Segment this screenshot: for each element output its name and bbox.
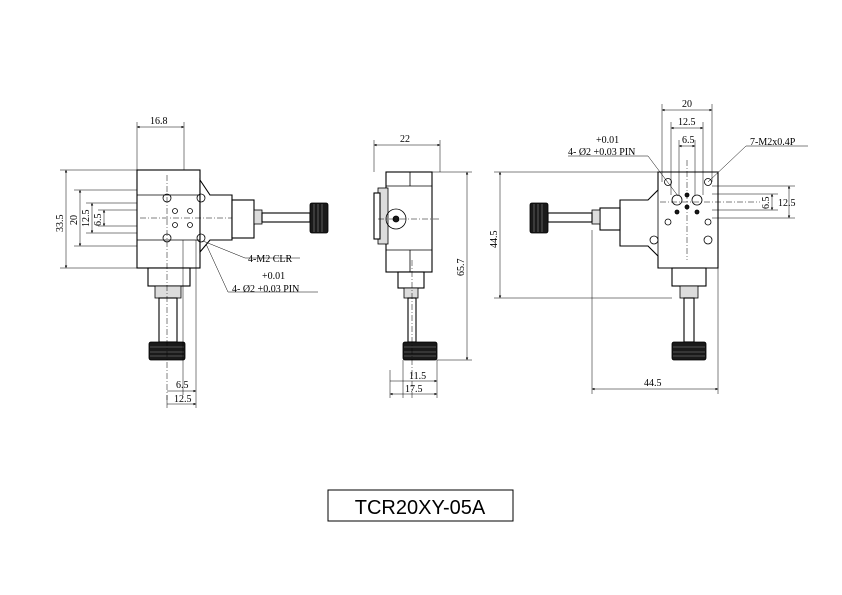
- dim-front-height-inner: 12.5: [81, 210, 92, 228]
- dim-top-right-small: 6.5: [761, 197, 772, 210]
- side-y-knob: [402, 341, 438, 361]
- dim-front-width-top: 16.8: [150, 116, 168, 127]
- front-callout-pin-tol: +0.01: [262, 271, 285, 282]
- dim-side-height: 65.7: [456, 259, 467, 277]
- dim-front-height-mid: 20: [69, 215, 80, 225]
- dim-top-right-large: 12.5: [778, 198, 796, 209]
- side-view: 22 65.7 11.5 17.5: [373, 134, 472, 400]
- front-adapter: [199, 178, 233, 254]
- dim-front-height-outer: 33.5: [55, 215, 66, 233]
- title-block: TCR20XY-05A: [327, 489, 514, 522]
- top-x-knob: [529, 202, 549, 234]
- side-body: [385, 171, 433, 273]
- dim-front-bottom-large: 12.5: [174, 394, 192, 405]
- top-view: 20 12.5 6.5 6.5 12.5 44.5 44.5 +0.01 4- …: [489, 99, 808, 394]
- top-callout-pin-tol: +0.01: [596, 135, 619, 146]
- dim-top-inner: 6.5: [682, 135, 695, 146]
- dim-top-outer: 20: [682, 99, 692, 110]
- front-callout-clr: 4-M2 CLR: [248, 254, 293, 265]
- dim-front-height-small: 6.5: [93, 214, 104, 227]
- dim-front-bottom-small: 6.5: [176, 380, 189, 391]
- top-callout-thread: 7-M2x0.4P: [750, 137, 796, 148]
- model-title: TCR20XY-05A: [355, 497, 486, 519]
- front-x-knob: [309, 202, 329, 234]
- dim-side-width-top: 22: [400, 134, 410, 145]
- front-hole: [196, 193, 206, 203]
- front-view: 16.8 33.5 20 12.5 6.5 6.5 12.5 4-M2 CLR …: [55, 116, 329, 408]
- top-y-knob: [671, 341, 707, 361]
- dim-top-width: 44.5: [644, 378, 662, 389]
- dim-side-bottom-large: 17.5: [405, 384, 423, 395]
- front-hole: [196, 233, 206, 243]
- top-body: [619, 171, 719, 269]
- title-box: [327, 489, 514, 522]
- dim-top-mid: 12.5: [678, 117, 696, 128]
- dim-side-bottom-small: 11.5: [409, 371, 426, 382]
- front-main-block: [136, 169, 201, 269]
- top-callout-pin: 4- Ø2 +0.03 PIN: [568, 147, 635, 158]
- front-callout-pin: 4- Ø2 +0.03 PIN: [232, 284, 299, 295]
- dim-top-height: 44.5: [489, 231, 500, 249]
